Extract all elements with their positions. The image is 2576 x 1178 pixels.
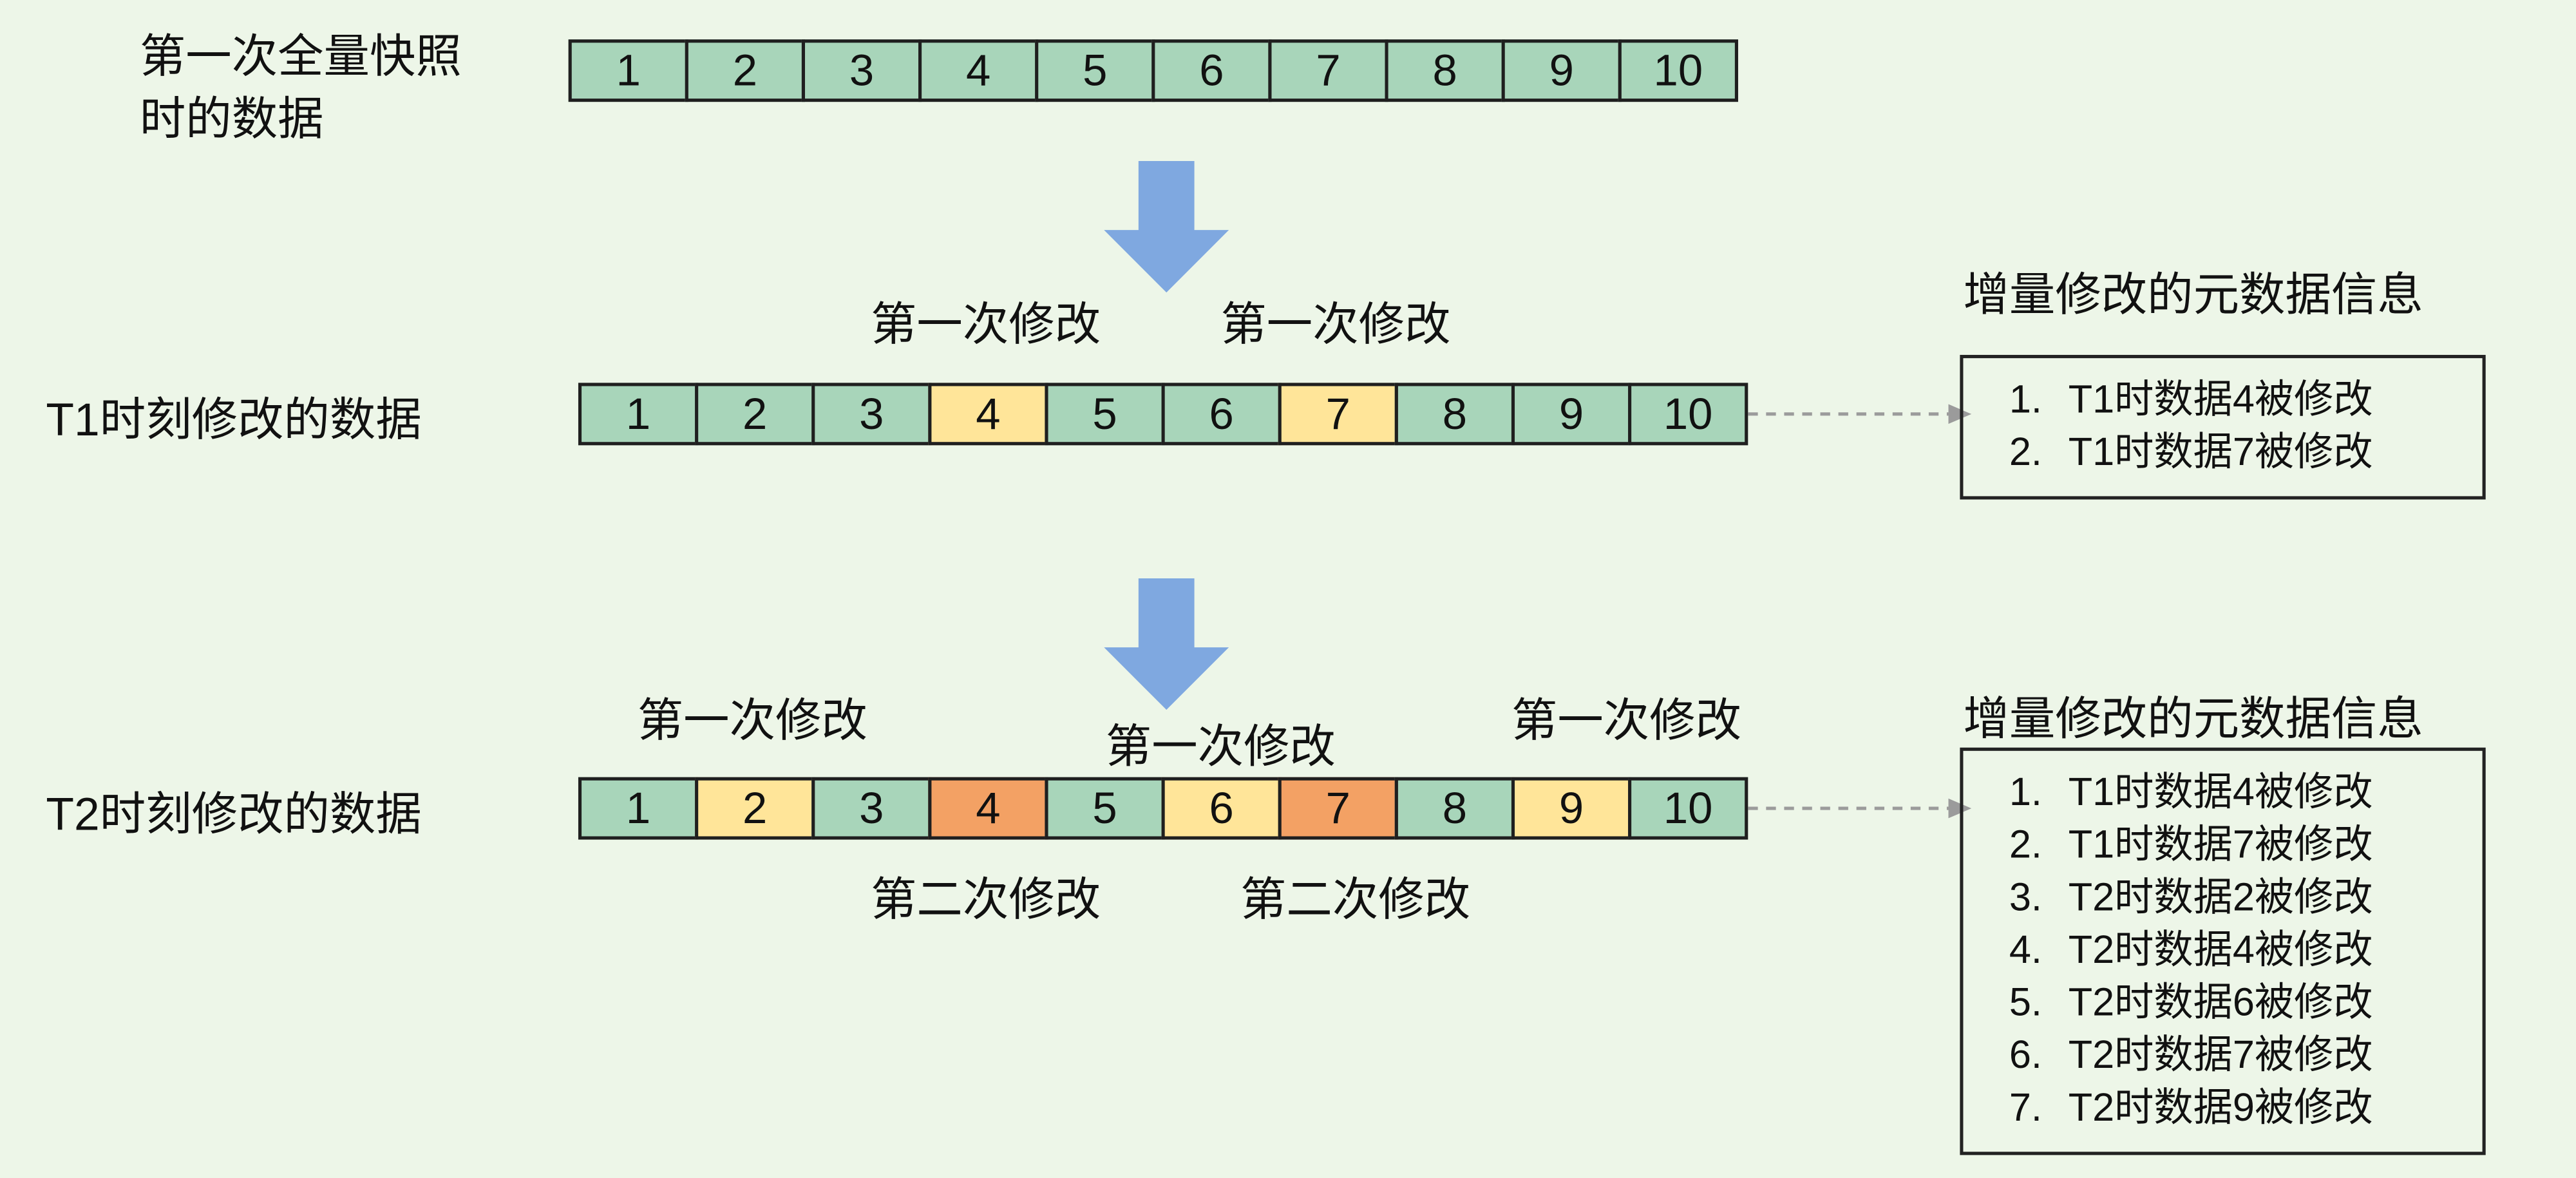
metadata-item-text: T1时数据7被修改 [2068,430,2373,475]
metadata-item-number: 5. [2009,980,2042,1025]
metadata-item-number: 1. [2009,770,2042,815]
data-cell: 2 [695,777,815,840]
metadata-item-text: T1时数据7被修改 [2068,823,2373,868]
metadata-item-text: T2时数据2被修改 [2068,875,2373,920]
data-cell: 2 [685,39,805,102]
data-cell: 8 [1394,777,1515,840]
data-cell: 1 [578,383,699,446]
down-arrow-icon [1104,160,1229,293]
metadata-item-number: 2. [2009,430,2042,475]
data-cell: 3 [811,383,932,446]
metadata-item-text: T1时数据4被修改 [2068,377,2373,423]
metadata-item: 2. T1时数据7被修改 [1963,820,2469,873]
data-cell: 4 [918,39,1039,102]
metadata-item: 5. T2时数据6被修改 [1963,978,2469,1031]
data-cell: 9 [1511,777,1632,840]
snapshot-row-label: 第一次全量快照 时的数据 [140,26,462,151]
t2-cell-row: 1 2 3 4 5 6 7 8 9 10 [578,777,1748,840]
metadata-item-number: 2. [2009,823,2042,868]
data-cell: 7 [1278,777,1398,840]
t2-row-label: T2时刻修改的数据 [46,788,422,840]
data-cell: 9 [1501,39,1622,102]
data-cell: 4 [928,777,1048,840]
data-cell: 6 [1151,39,1272,102]
t2-first-mod-label-3: 第一次修改 [1511,695,1742,746]
metadata-item-text: T2时数据6被修改 [2068,980,2373,1025]
metadata-item: 4. T2时数据4被修改 [1963,925,2469,978]
t2-first-mod-label-2: 第一次修改 [1105,721,1336,772]
data-cell: 6 [1161,383,1282,446]
data-cell: 4 [928,383,1048,446]
data-cell: 8 [1385,39,1505,102]
metadata-item-text: T2时数据9被修改 [2068,1086,2373,1131]
metadata-item-text: T2时数据4被修改 [2068,928,2373,973]
t2-metadata-box: 1. T1时数据4被修改 2. T1时数据7被修改 3. T2时数据2被修改 4… [1960,747,2486,1155]
down-arrow-icon [1104,578,1229,710]
metadata-item-number: 6. [2009,1033,2042,1078]
data-cell: 1 [578,777,699,840]
snapshot-row-label-line1: 第一次全量快照 [139,31,462,82]
metadata-item: 2. T1时数据7被修改 [1963,427,2469,480]
t2-metadata-title: 增量修改的元数据信息 [1963,693,2423,745]
dashed-connector-arrow-icon [1748,404,1972,424]
metadata-item-number: 3. [2009,875,2042,920]
data-cell: 10 [1628,383,1748,446]
data-cell: 2 [695,383,815,446]
t1-first-mod-label-2: 第一次修改 [1220,299,1451,350]
data-cell: 7 [1268,39,1388,102]
data-cell: 6 [1161,777,1282,840]
metadata-item-number: 7. [2009,1086,2042,1131]
snapshot-row-label-line2: 时的数据 [139,93,324,145]
metadata-item: 1. T1时数据4被修改 [1963,767,2469,820]
metadata-item: 7. T2时数据9被修改 [1963,1083,2469,1135]
t1-first-mod-label-1: 第一次修改 [871,299,1101,350]
t1-row-label: T1时刻修改的数据 [46,394,422,446]
t1-metadata-title: 增量修改的元数据信息 [1963,269,2423,321]
data-cell: 10 [1628,777,1748,840]
metadata-item: 6. T2时数据7被修改 [1963,1030,2469,1083]
metadata-item-number: 4. [2009,928,2042,973]
data-cell: 5 [1035,39,1155,102]
t2-second-mod-label-1: 第二次修改 [871,874,1101,926]
metadata-item-number: 1. [2009,377,2042,423]
data-cell: 1 [568,39,688,102]
data-cell: 3 [811,777,932,840]
data-cell: 8 [1394,383,1515,446]
data-cell: 9 [1511,383,1632,446]
snapshot-cell-row: 1 2 3 4 5 6 7 8 9 10 [568,39,1738,102]
data-cell: 7 [1278,383,1398,446]
t1-cell-row: 1 2 3 4 5 6 7 8 9 10 [578,383,1748,446]
data-cell: 5 [1045,777,1165,840]
t2-first-mod-label-1: 第一次修改 [637,695,867,746]
data-cell: 5 [1045,383,1165,446]
dashed-connector-arrow-icon [1748,798,1972,819]
metadata-item: 1. T1时数据4被修改 [1963,375,2469,428]
metadata-item-text: T1时数据4被修改 [2068,770,2373,815]
metadata-item-text: T2时数据7被修改 [2068,1033,2373,1078]
metadata-item: 3. T2时数据2被修改 [1963,873,2469,926]
t2-second-mod-label-2: 第二次修改 [1240,874,1471,926]
data-cell: 3 [801,39,922,102]
t1-metadata-box: 1. T1时数据4被修改 2. T1时数据7被修改 [1960,355,2486,500]
data-cell: 10 [1618,39,1738,102]
